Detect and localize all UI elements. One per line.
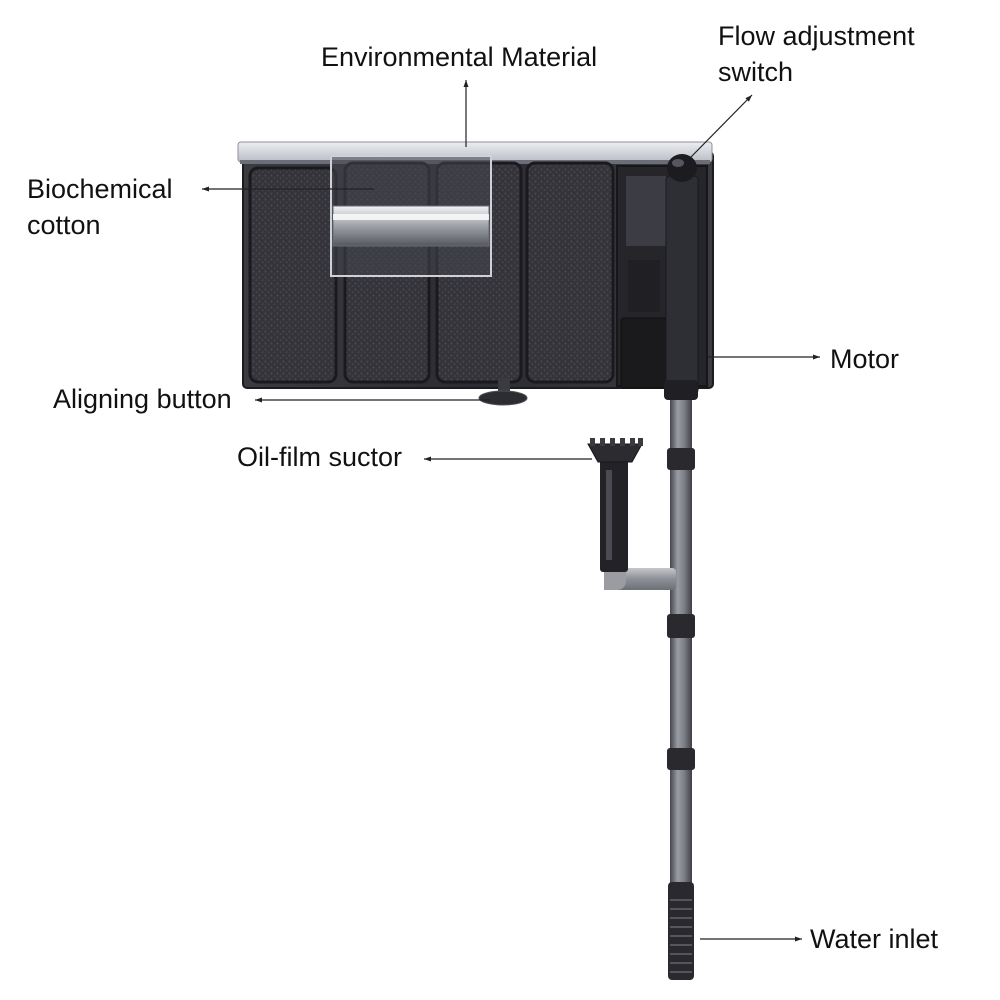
motor-bracket — [628, 260, 660, 312]
environmental-material-tray — [330, 155, 492, 277]
label-biochemical-cotton: Biochemical cotton — [27, 171, 173, 243]
intake-pipe — [664, 380, 698, 890]
oil-film-suctor — [587, 438, 676, 590]
label-aligning-button: Aligning button — [53, 384, 232, 414]
pipe-collar-top — [664, 380, 698, 400]
label-flow-adjustment-switch: Flow adjustment switch — [718, 18, 915, 90]
label-water-inlet: Water inlet — [810, 924, 939, 954]
pump-window — [626, 176, 666, 246]
pipe-joint-1 — [667, 448, 695, 470]
suctor-crown-teeth — [590, 438, 643, 446]
flow-adjustment-switch — [665, 154, 699, 395]
label-environmental-material: Environmental Material — [321, 42, 598, 72]
leader-lines — [202, 80, 820, 942]
pipe-joint-2 — [667, 614, 695, 638]
water-inlet-strainer — [668, 882, 694, 980]
motor-block — [620, 317, 670, 389]
strainer-slots — [670, 899, 692, 973]
suctor-column — [600, 460, 628, 572]
button-stem — [498, 378, 510, 394]
tray-shelf — [332, 205, 490, 247]
aligning-button — [478, 378, 528, 406]
label-oil-film-suctor: Oil-film suctor — [237, 442, 403, 472]
switch-knob-shine — [672, 159, 684, 167]
label-motor: Motor — [830, 344, 900, 374]
tray-shelf-highlight — [333, 214, 489, 220]
pipe-joint-3 — [667, 748, 695, 770]
sponge-1 — [248, 166, 338, 384]
button-cap — [478, 390, 528, 406]
label-biochemical-cotton-line2: cotton — [27, 210, 101, 240]
label-biochemical-cotton-line1: Biochemical — [27, 174, 173, 204]
suctor-column-shine — [606, 470, 612, 560]
label-flow-adjustment-switch-line1: Flow adjustment — [718, 21, 915, 51]
sponge-4 — [525, 161, 615, 384]
leader-flow-adjustment-switch — [689, 94, 753, 159]
label-flow-adjustment-switch-line2: switch — [718, 57, 794, 87]
strainer-body — [668, 882, 694, 980]
switch-column — [665, 175, 699, 395]
switch-knob — [667, 154, 697, 182]
suctor-crown — [587, 443, 643, 463]
